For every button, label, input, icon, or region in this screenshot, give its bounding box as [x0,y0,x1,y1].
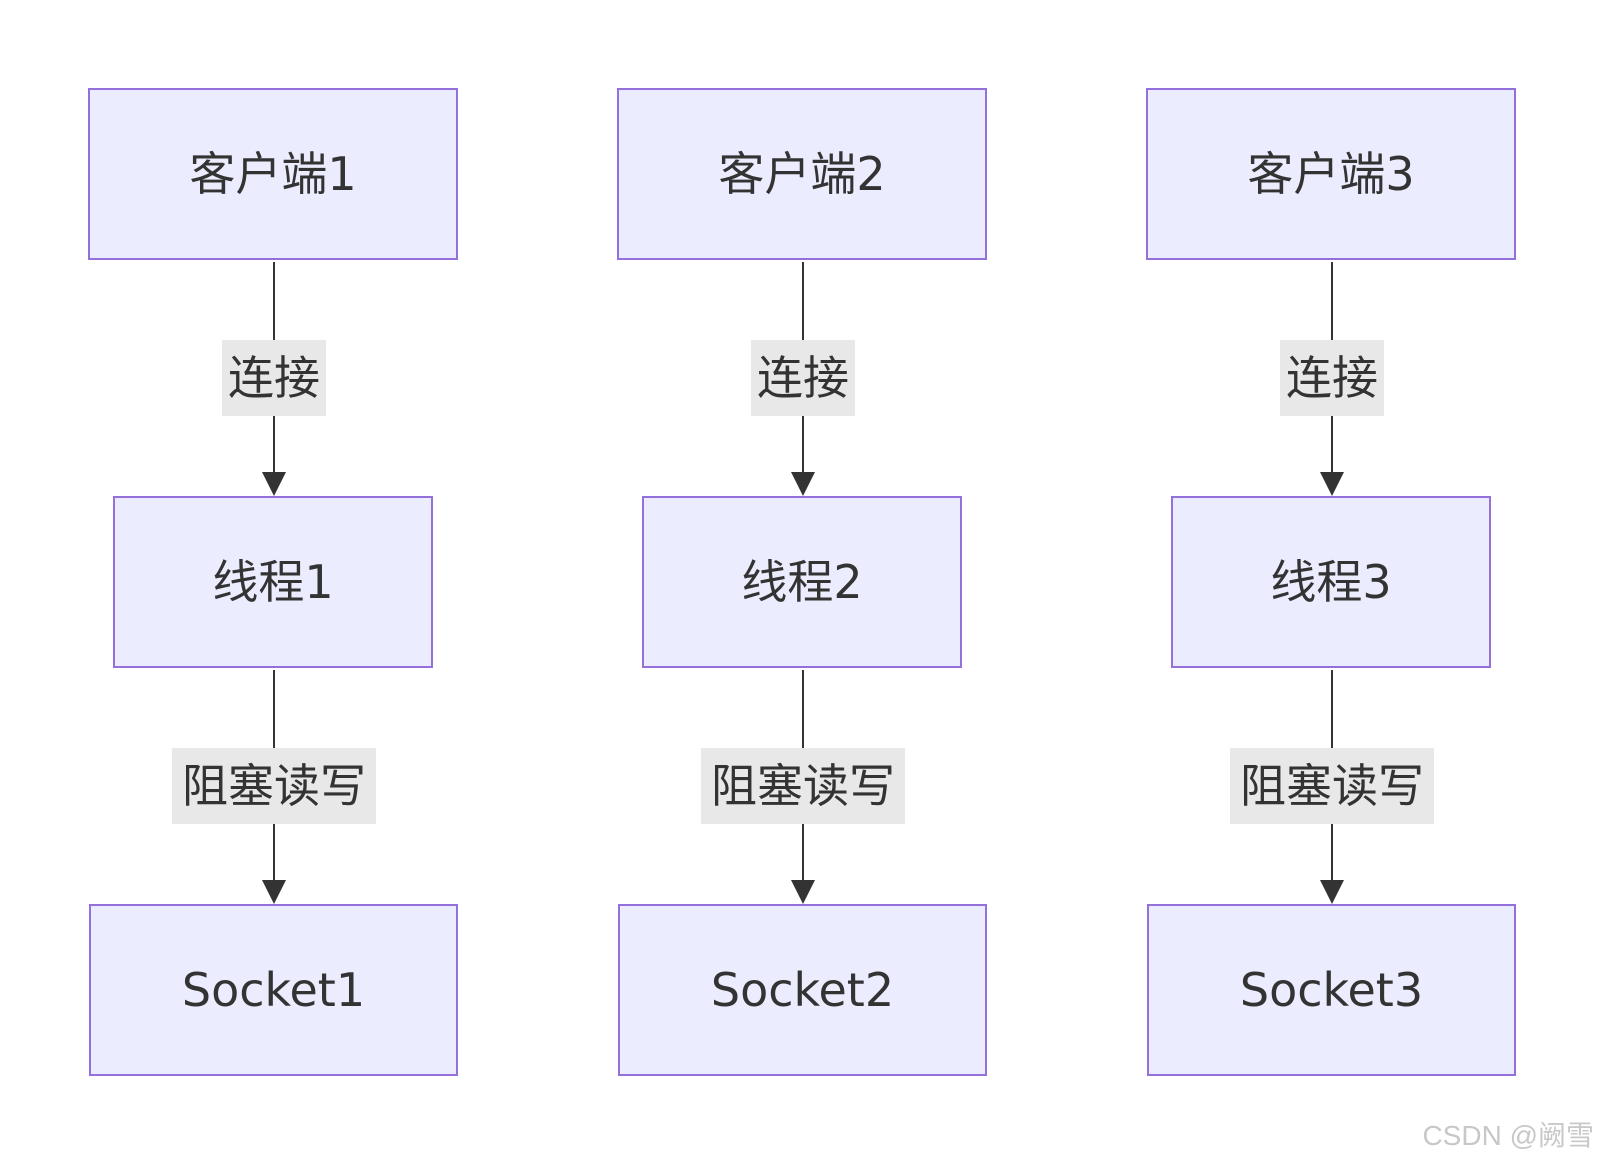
client-lane-3: 客户端3 连接 线程3 阻塞读写 Socket3 [1058,0,1588,1160]
client-lane-2: 客户端2 连接 线程2 阻塞读写 Socket2 [529,0,1059,1160]
connect-arrow-head-1 [262,472,286,496]
blocking-io-arrow-head-3 [1320,880,1344,904]
client-node-1: 客户端1 [88,88,458,260]
thread-node-3: 线程3 [1171,496,1491,668]
socket-node-2: Socket2 [618,904,987,1076]
connect-arrow-head-2 [791,472,815,496]
connect-edge-label-1: 连接 [222,340,326,416]
blocking-io-arrow-head-1 [262,880,286,904]
client-node-3: 客户端3 [1146,88,1516,260]
thread-node-1: 线程1 [113,496,433,668]
client-lane-1: 客户端1 连接 线程1 阻塞读写 Socket1 [0,0,530,1160]
socket-node-1: Socket1 [89,904,458,1076]
socket-node-3: Socket3 [1147,904,1516,1076]
connect-edge-label-3: 连接 [1280,340,1384,416]
connect-edge-label-2: 连接 [751,340,855,416]
connect-arrow-head-3 [1320,472,1344,496]
blocking-io-arrow-head-2 [791,880,815,904]
thread-node-2: 线程2 [642,496,962,668]
blocking-io-edge-label-2: 阻塞读写 [701,748,905,824]
blocking-io-edge-label-3: 阻塞读写 [1230,748,1434,824]
client-node-2: 客户端2 [617,88,987,260]
blocking-io-edge-label-1: 阻塞读写 [172,748,376,824]
watermark: CSDN @阙雪 [1422,1120,1594,1151]
